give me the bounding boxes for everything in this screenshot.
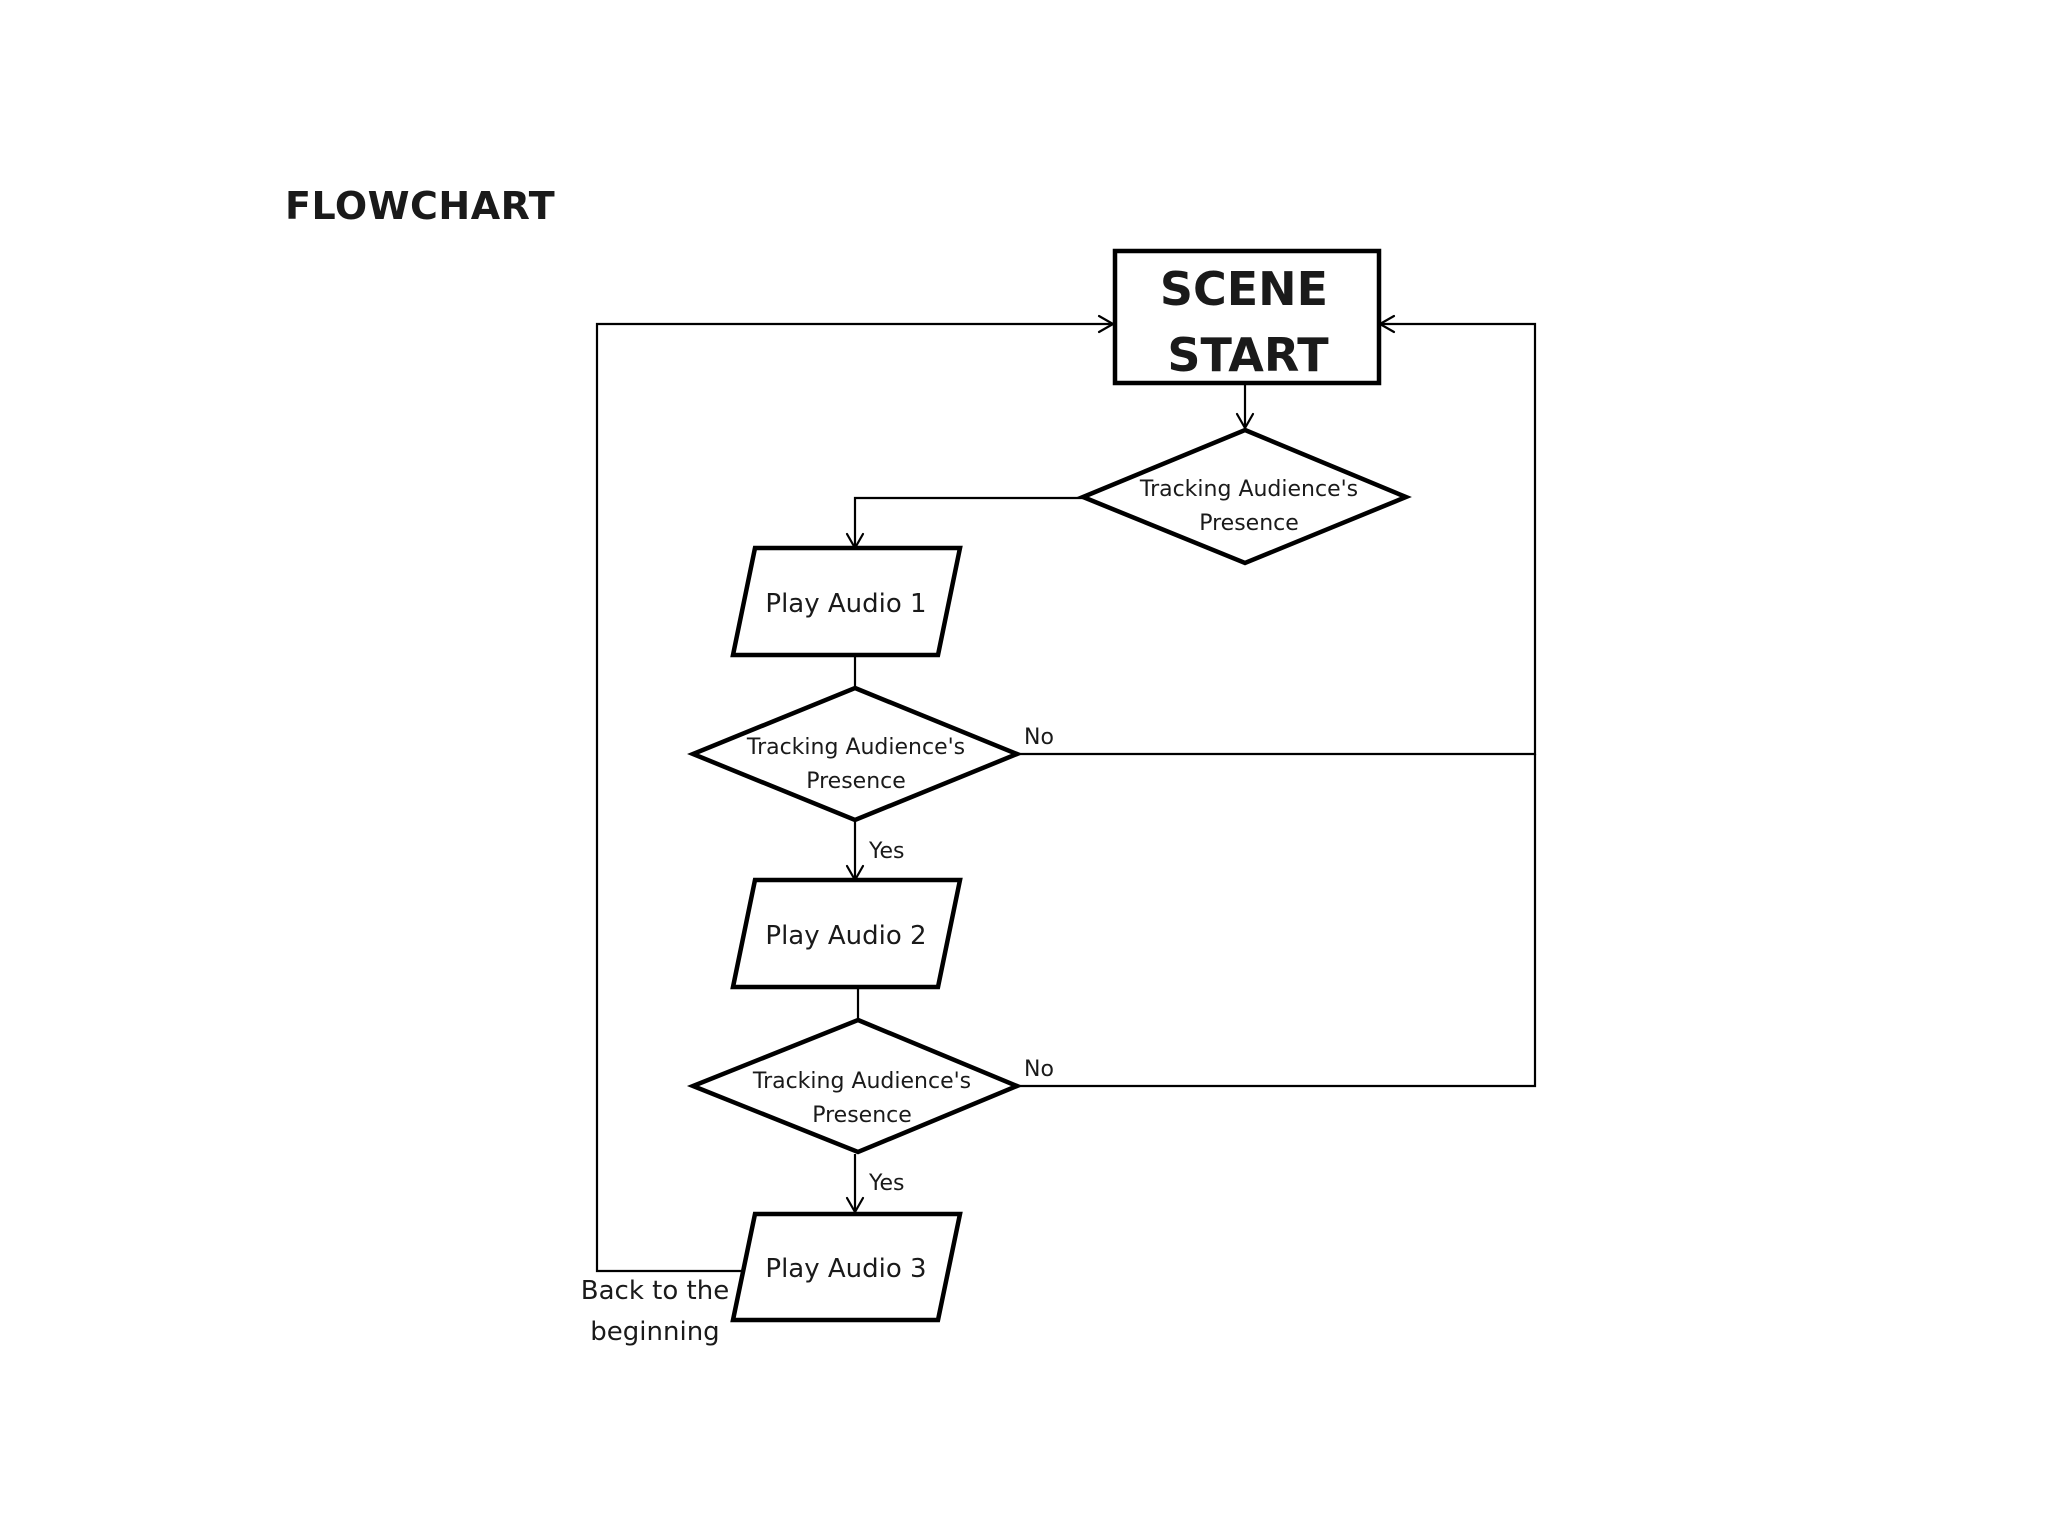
audio-2-label: Play Audio 2 <box>765 921 926 951</box>
edge-decision-1-to-audio-1 <box>853 496 1083 548</box>
edge-label-decision-3-yes: Yes <box>868 1171 905 1196</box>
decision-3-node: Tracking Audience's Presence <box>686 1017 1023 1155</box>
edge-label-decision-2-yes: Yes <box>868 839 905 864</box>
decision-2-label-line-2: Presence <box>806 769 906 794</box>
audio-1-node: Play Audio 1 <box>730 545 963 658</box>
decision-3-label-line-1: Tracking Audience's <box>752 1069 971 1094</box>
edge-decision-2-no <box>1017 322 1537 756</box>
start-label-line-1: SCENE <box>1160 262 1328 316</box>
audio-2-node: Play Audio 2 <box>730 877 963 990</box>
edge-decision-3-no <box>1017 754 1537 1088</box>
edge-label-decision-3-no: No <box>1024 1057 1054 1082</box>
decision-1-node: Tracking Audience's Presence <box>1077 427 1412 566</box>
decision-2-node: Tracking Audience's Presence <box>687 685 1023 823</box>
edge-label-decision-2-no: No <box>1024 725 1054 750</box>
decision-1-label-line-1: Tracking Audience's <box>1139 477 1358 502</box>
loop-back-label-line-1: Back to the <box>581 1276 729 1306</box>
start-node: SCENE START <box>1112 248 1382 386</box>
decision-3-label-line-2: Presence <box>812 1103 912 1128</box>
page-title: FLOWCHART <box>285 184 556 228</box>
decision-2-label-line-1: Tracking Audience's <box>746 735 965 760</box>
start-label-line-2: START <box>1167 328 1329 382</box>
loop-back-label-line-2: beginning <box>590 1317 719 1347</box>
audio-1-label: Play Audio 1 <box>765 589 926 619</box>
edge-loop-back <box>595 322 1113 1273</box>
decision-1-label-line-2: Presence <box>1199 511 1299 536</box>
audio-3-node: Play Audio 3 <box>730 1211 963 1323</box>
audio-3-label: Play Audio 3 <box>765 1254 926 1284</box>
